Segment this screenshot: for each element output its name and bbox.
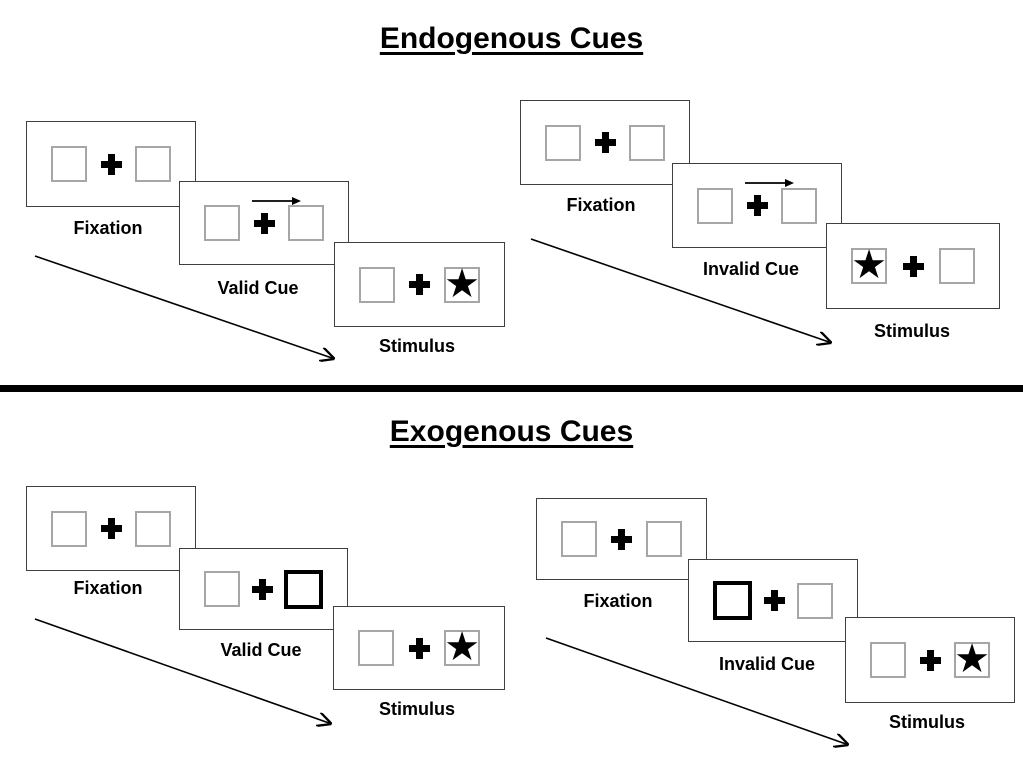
- right-box: ★: [444, 625, 480, 669]
- invalid-cue-panel: [672, 163, 842, 248]
- left-box: [545, 124, 581, 161]
- sequence-arrow: [545, 637, 855, 752]
- fixation-cross-icon: [408, 637, 430, 659]
- invalid-cue-label: Invalid Cue: [702, 259, 800, 279]
- stimulus-label: Stimulus: [873, 321, 950, 341]
- right-box: [939, 248, 975, 284]
- left-box-highlighted-cue: [713, 581, 752, 620]
- valid-cue-label: Valid Cue: [217, 278, 299, 298]
- right-box: ★: [954, 637, 990, 681]
- stimulus-panel: ★: [333, 606, 505, 690]
- exogenous-section-title: Exogenous Cues: [389, 415, 634, 448]
- cue-arrow-icon: [745, 179, 794, 187]
- right-box: [781, 187, 817, 224]
- sequence-arrow: [530, 238, 838, 350]
- right-box-highlighted-cue: [284, 569, 323, 609]
- fixation-label: Fixation: [73, 218, 143, 238]
- fixation-cross-icon: [611, 528, 632, 550]
- fixation-label: Fixation: [73, 578, 143, 598]
- star-icon: ★: [954, 637, 990, 681]
- star-icon: ★: [851, 243, 887, 287]
- fixation-cross-icon: [251, 578, 273, 600]
- left-box: [204, 571, 240, 607]
- stimulus-label: Stimulus: [888, 712, 965, 732]
- fixation-cross-icon: [764, 590, 785, 611]
- valid-cue-panel: [179, 548, 348, 630]
- valid-cue-panel: [179, 181, 349, 265]
- right-box: [646, 521, 682, 557]
- stimulus-panel: ★: [826, 223, 1000, 309]
- invalid-cue-label: Invalid Cue: [718, 654, 816, 674]
- fixation-label: Fixation: [583, 591, 653, 611]
- right-box: [797, 582, 833, 619]
- fixation-cross-icon: [746, 195, 768, 216]
- left-box: [697, 187, 733, 224]
- fixation-cross-icon: [100, 153, 122, 175]
- sequence-arrow: [34, 255, 340, 366]
- fixation-cross-icon: [100, 518, 122, 539]
- left-box: [561, 521, 597, 557]
- fixation-panel: [26, 121, 196, 207]
- left-box: [870, 642, 906, 678]
- stimulus-panel: ★: [845, 617, 1015, 703]
- left-box: [204, 205, 240, 241]
- fixation-label: Fixation: [566, 195, 636, 215]
- left-box: [51, 146, 87, 182]
- left-box: [358, 630, 394, 666]
- fixation-panel: [26, 486, 196, 571]
- fixation-cross-icon: [594, 132, 616, 153]
- right-box: [288, 205, 324, 241]
- right-box: [629, 124, 665, 161]
- endogenous-section-title: Endogenous Cues: [379, 22, 644, 55]
- fixation-cross-icon: [409, 274, 430, 295]
- fixation-panel: [536, 498, 707, 580]
- valid-cue-label: Valid Cue: [220, 640, 302, 660]
- invalid-cue-panel: [688, 559, 858, 642]
- left-box: [359, 266, 395, 303]
- left-box: [51, 510, 87, 547]
- star-icon: ★: [444, 625, 480, 669]
- right-box: [135, 510, 171, 547]
- stimulus-panel: ★: [334, 242, 505, 327]
- section-divider: [0, 385, 1023, 392]
- right-box: ★: [444, 261, 480, 306]
- star-icon: ★: [444, 261, 480, 306]
- left-box: ★: [851, 243, 887, 287]
- stimulus-label: Stimulus: [378, 699, 455, 719]
- stimulus-label: Stimulus: [378, 336, 455, 356]
- fixation-cross-icon: [902, 255, 924, 277]
- fixation-panel: [520, 100, 690, 185]
- cue-arrow-icon: [252, 197, 301, 205]
- right-box: [135, 146, 171, 182]
- fixation-cross-icon: [919, 649, 941, 671]
- fixation-cross-icon: [253, 212, 275, 234]
- sequence-arrow: [34, 618, 338, 731]
